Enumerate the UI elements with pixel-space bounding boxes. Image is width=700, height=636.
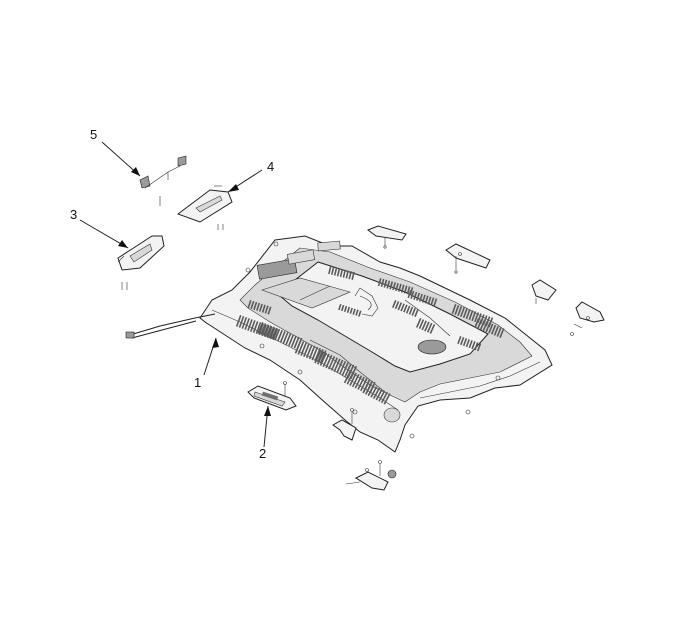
sunvisor-left [117, 235, 165, 290]
callout-5: 5 [90, 127, 98, 142]
sunvisor-retainer [139, 155, 187, 206]
callout-1: 1 [194, 375, 202, 390]
wiring-harness [125, 295, 372, 339]
side-cover [531, 279, 557, 304]
headliner-foam-ribs [235, 266, 505, 405]
callout-2: 2 [259, 446, 267, 461]
rear-assist-bracket [345, 460, 397, 491]
rear-side-bracket [570, 301, 605, 336]
callout-4: 4 [267, 159, 275, 174]
assist-grip [332, 408, 357, 441]
callout-3: 3 [70, 207, 78, 222]
grab-handle-bracket [247, 381, 297, 411]
rear-grip-bracket [445, 243, 491, 274]
sunvisor-right [176, 185, 233, 230]
leader-lines [79, 141, 271, 448]
headliner [199, 235, 553, 453]
coat-hook-bracket [366, 225, 407, 249]
